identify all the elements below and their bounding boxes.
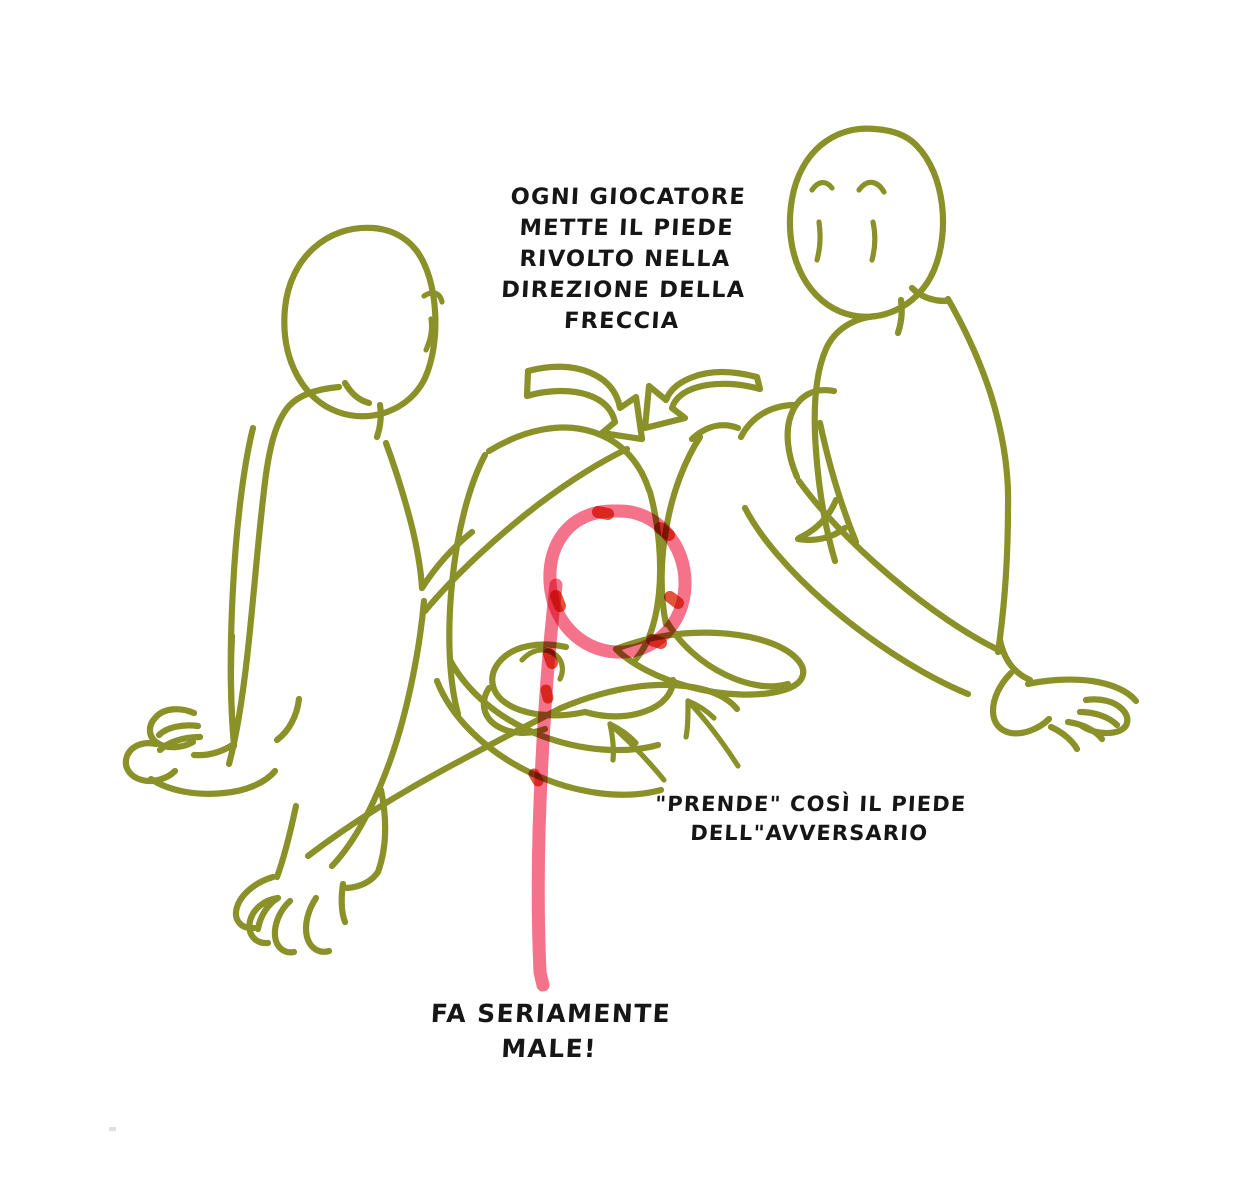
caption-it-hurts: FA SERIAMENTE MALE!	[430, 999, 672, 1063]
caption-grab-opponent-foot: "PRENDE" COSÌ IL PIEDE DELL"AVVERSARIO	[654, 792, 968, 845]
ink-overlaps	[528, 506, 684, 787]
interlocked-feet	[433, 629, 807, 798]
caption-instruction: OGNI GIOCATORE METTE IL PIEDE RIVOLTO NE…	[500, 184, 747, 335]
right-player-head	[786, 125, 947, 320]
scan-speck	[109, 1127, 116, 1131]
thin-arrow-near-icon	[607, 721, 667, 783]
left-player-head	[281, 224, 445, 420]
block-arrow-right-down-icon	[523, 363, 646, 443]
block-arrow-left-icon	[641, 369, 764, 432]
right-player-face	[809, 179, 887, 263]
thin-arrow-far-icon	[683, 698, 741, 769]
right-player-hand	[989, 669, 1140, 753]
left-player-right-hand	[232, 786, 389, 956]
left-player-figure	[122, 224, 741, 956]
left-player-left-hand	[122, 695, 303, 797]
right-player-figure	[658, 125, 1140, 753]
